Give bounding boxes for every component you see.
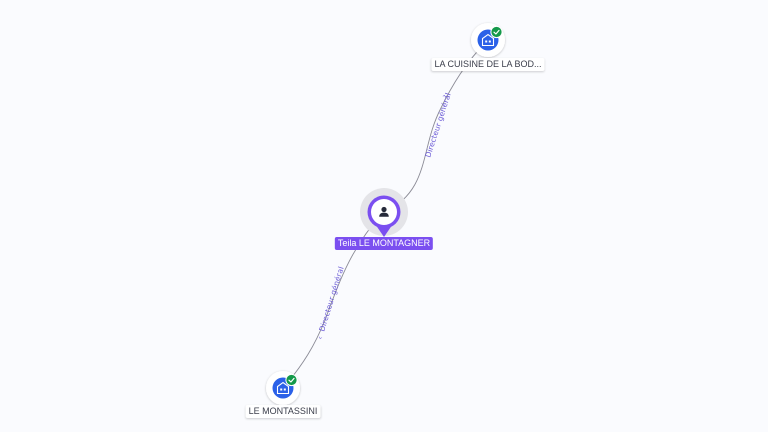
company-icon: [276, 381, 290, 395]
person-icon: [379, 206, 389, 217]
verified-check-icon: [285, 373, 298, 387]
company-label-top[interactable]: LA CUISINE DE LA BOD...: [431, 58, 545, 71]
company-node-bottom[interactable]: [266, 371, 300, 405]
edge-label-top: Directeur général: [423, 92, 452, 159]
edge-label-bottom: Directeur général: [317, 265, 345, 332]
edge-arrow-bottom: ‹: [315, 335, 325, 341]
verified-check-icon: [490, 25, 503, 39]
company-icon: [481, 33, 495, 47]
person-node[interactable]: [360, 188, 408, 237]
edge-arrow-top: ›: [439, 93, 449, 99]
company-node-top[interactable]: [471, 23, 505, 57]
company-label-bottom[interactable]: LE MONTASSINI: [245, 405, 321, 418]
person-label[interactable]: Teila LE MONTAGNER: [334, 237, 434, 250]
